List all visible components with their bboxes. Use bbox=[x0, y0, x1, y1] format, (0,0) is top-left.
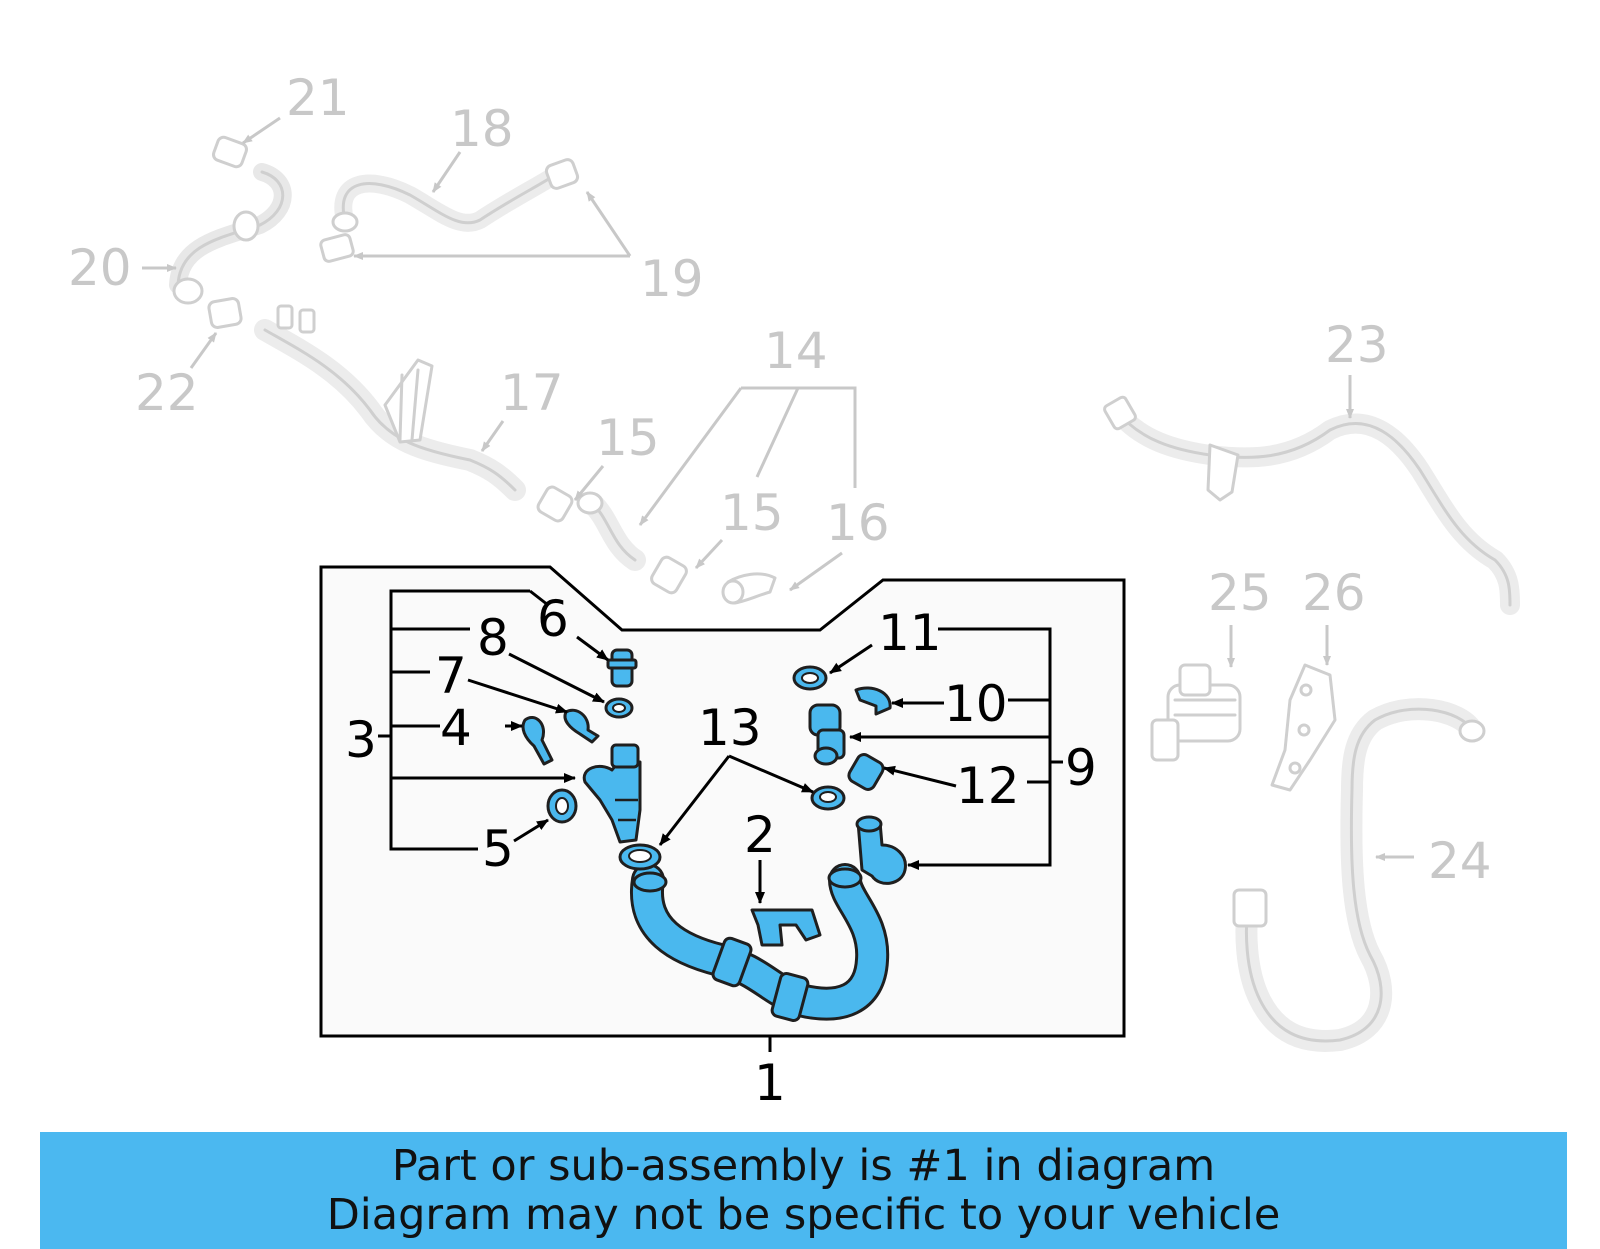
callout-15-upper: 15 bbox=[596, 409, 660, 467]
connector-9[interactable] bbox=[808, 703, 846, 766]
info-banner: Part or sub-assembly is #1 in diagram Di… bbox=[40, 1132, 1567, 1249]
clip-4[interactable] bbox=[521, 716, 554, 766]
clamp-13-left[interactable] bbox=[618, 843, 662, 871]
callout-20: 20 bbox=[68, 239, 132, 297]
callout-18: 18 bbox=[450, 100, 514, 158]
callout-6: 6 bbox=[537, 590, 569, 648]
elbow-hose-9[interactable] bbox=[855, 815, 907, 885]
assembly-box bbox=[319, 565, 1126, 1038]
seal-ring-11[interactable] bbox=[792, 665, 828, 691]
pipe-17 bbox=[254, 304, 526, 501]
clip-7[interactable] bbox=[563, 708, 600, 744]
thermostat-housing[interactable] bbox=[582, 743, 642, 844]
callouts-grey: 21 18 19 20 22 17 14 15 15 16 23 25 26 2… bbox=[68, 69, 1492, 890]
callout-22: 22 bbox=[135, 364, 199, 422]
callout-16: 16 bbox=[826, 494, 890, 552]
callout-7: 7 bbox=[435, 647, 467, 705]
callout-9: 9 bbox=[1065, 739, 1097, 797]
clip-10[interactable] bbox=[854, 686, 892, 716]
connector-6[interactable] bbox=[606, 648, 638, 688]
callout-15-lower: 15 bbox=[720, 484, 784, 542]
pump-25 bbox=[1150, 663, 1242, 762]
hose-clamp-bracket[interactable] bbox=[750, 908, 822, 947]
callout-24: 24 bbox=[1428, 832, 1492, 890]
banner-line-2: Diagram may not be specific to your vehi… bbox=[326, 1189, 1281, 1240]
callout-21: 21 bbox=[286, 69, 350, 127]
callout-19: 19 bbox=[640, 250, 704, 308]
callout-1: 1 bbox=[754, 1054, 786, 1112]
callout-12: 12 bbox=[956, 757, 1020, 815]
leaders-black bbox=[378, 589, 1063, 1052]
clamp-13-right[interactable] bbox=[810, 785, 846, 811]
hose-14-15-16 bbox=[536, 485, 777, 605]
callout-17: 17 bbox=[500, 364, 564, 422]
banner-line-1: Part or sub-assembly is #1 in diagram bbox=[391, 1140, 1216, 1191]
main-coolant-hose[interactable] bbox=[630, 863, 890, 1023]
bracket-26 bbox=[1270, 663, 1337, 792]
o-ring-8[interactable] bbox=[604, 697, 634, 719]
callout-5: 5 bbox=[482, 820, 514, 878]
callout-8: 8 bbox=[477, 609, 509, 667]
callout-4: 4 bbox=[440, 699, 472, 757]
pipe-23 bbox=[1103, 395, 1520, 615]
callouts-black: 6 8 7 3 4 5 13 2 11 10 9 12 1 bbox=[345, 590, 1097, 1112]
hose-18 bbox=[319, 158, 580, 263]
leaders-grey bbox=[142, 116, 1414, 861]
callout-11: 11 bbox=[878, 604, 942, 662]
hose-21-22-assembly bbox=[169, 135, 292, 329]
hose-24 bbox=[1232, 698, 1486, 1052]
clamp-12[interactable] bbox=[846, 752, 885, 792]
seal-ring-5[interactable] bbox=[546, 788, 578, 824]
callout-23: 23 bbox=[1325, 316, 1389, 374]
callout-13: 13 bbox=[698, 699, 762, 757]
callout-14: 14 bbox=[764, 322, 828, 380]
callout-25: 25 bbox=[1208, 564, 1272, 622]
callout-10: 10 bbox=[944, 675, 1008, 733]
callout-2: 2 bbox=[744, 806, 776, 864]
callout-3: 3 bbox=[345, 711, 377, 769]
callout-26: 26 bbox=[1302, 564, 1366, 622]
